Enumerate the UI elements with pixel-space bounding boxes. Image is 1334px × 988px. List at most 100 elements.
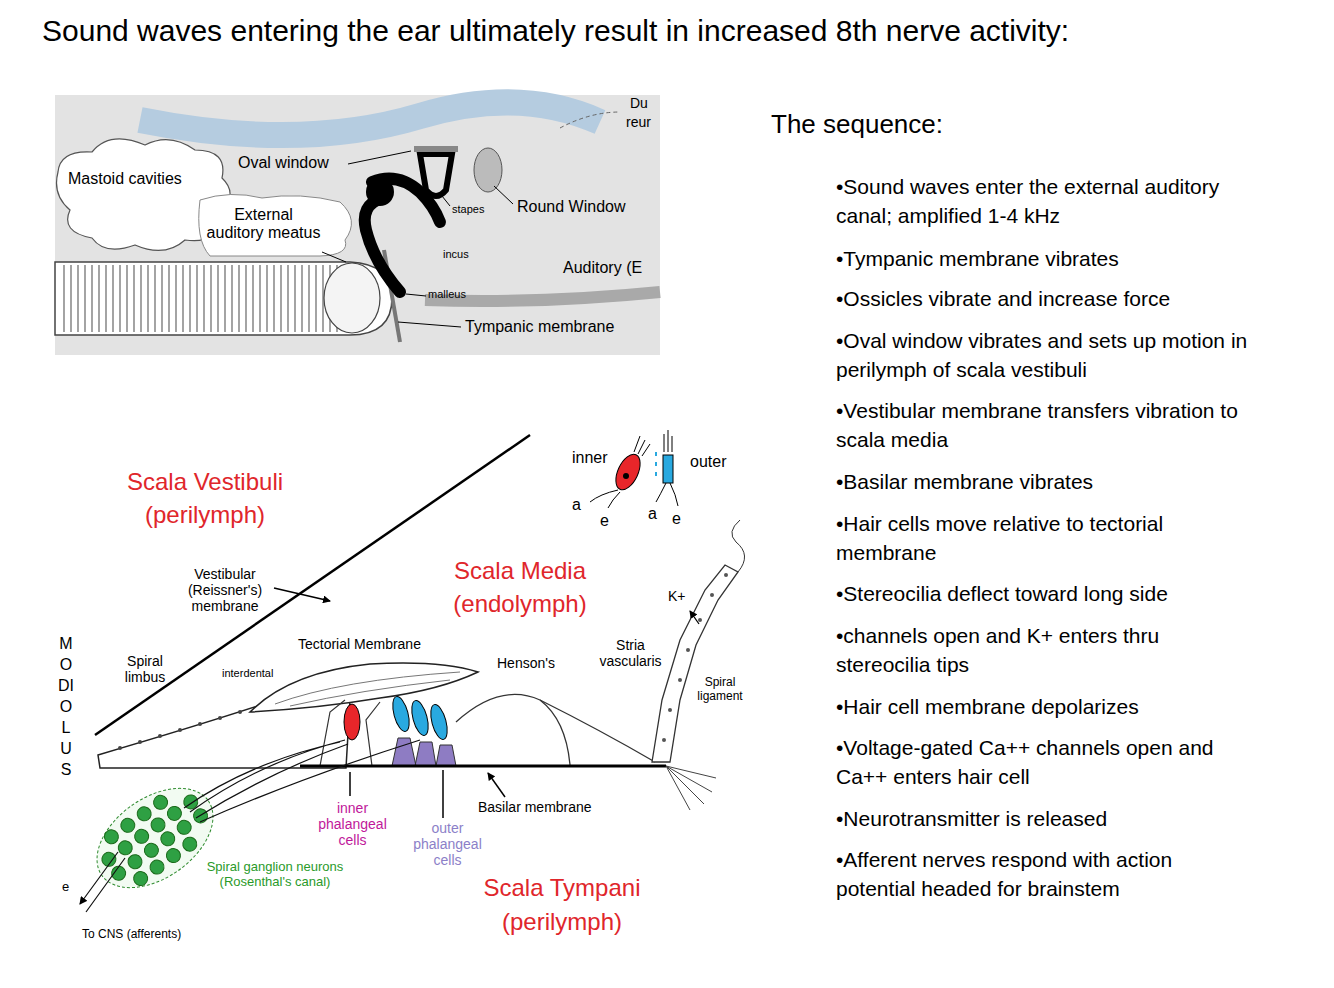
- ending-label: e: [62, 880, 69, 895]
- part-label: Stria vascularis: [588, 637, 673, 669]
- part-label: Auditory (E: [563, 259, 642, 277]
- region-label: (perilymph): [105, 501, 305, 529]
- leader-line: [406, 294, 426, 296]
- part-label: malleus: [428, 288, 466, 301]
- outer-hair-cell-icon: [663, 455, 673, 483]
- cut-label: reur: [626, 114, 651, 130]
- leader-line: [442, 196, 450, 206]
- region-label: Scala Vestibuli: [105, 468, 305, 496]
- part-label: inner phalangeal cells: [305, 800, 400, 848]
- leader-arrow: [274, 588, 330, 601]
- hair-cell-inset: [590, 430, 678, 508]
- part-label: incus: [443, 248, 469, 261]
- ear-canal-tube: [55, 262, 392, 335]
- part-label: External auditory meatus: [205, 206, 322, 243]
- region-label: (endolymph): [420, 590, 620, 618]
- stria-column: [652, 565, 738, 762]
- inner-hair-cell-icon: [611, 451, 645, 494]
- part-label: Tympanic membrane: [465, 318, 614, 336]
- leader-line: [442, 770, 444, 818]
- afferent-fibres: [80, 852, 125, 912]
- duct-line: [560, 112, 620, 128]
- region-label: (perilymph): [462, 908, 662, 936]
- region-label: Scala Tympani: [462, 874, 662, 902]
- leader-line: [494, 186, 513, 204]
- ending-label: a: [648, 505, 657, 523]
- sequence-step: •Neurotransmitter is released: [836, 804, 1256, 833]
- part-label: Mastoid cavities: [68, 170, 182, 188]
- bone-ground: [55, 95, 660, 355]
- part-label: Henson's: [497, 655, 555, 671]
- part-label: Spiral limbus: [110, 653, 180, 685]
- stereocilia: [664, 430, 672, 452]
- membrane-fibres: [275, 672, 460, 706]
- inner-hair-cell: [344, 704, 360, 740]
- ending-label: e: [600, 512, 609, 530]
- middle-ear-drawing: [55, 95, 660, 355]
- hensen-cells: [456, 694, 570, 765]
- cochlea-drawing: [79, 430, 745, 912]
- part-label: outer phalangeal cells: [400, 820, 495, 868]
- note-label: To CNS (afferents): [82, 928, 181, 942]
- leader-line: [398, 322, 461, 327]
- part-label: Basilar membrane: [478, 799, 592, 815]
- stereocilia: [634, 436, 650, 456]
- sequence-step: •Ossicles vibrate and increase force: [836, 284, 1256, 313]
- inner-ear-canal: [140, 102, 600, 135]
- stria-cells: [662, 573, 728, 742]
- outer-sulcus-line: [540, 700, 655, 762]
- leader-line: [322, 252, 346, 262]
- sequence-step: •Voltage-gated Ca++ channels open and Ca…: [836, 733, 1256, 791]
- outer-hair-cell: [428, 703, 451, 741]
- ion-label: K+: [668, 588, 686, 604]
- sequence-step: •Oval window vibrates and sets up motion…: [836, 326, 1256, 384]
- sequence-step: •Sound waves enter the external auditory…: [836, 172, 1256, 230]
- part-label: stapes: [452, 203, 484, 216]
- sequence-step: •Afferent nerves respond with action pot…: [836, 845, 1256, 903]
- part-label: Vestibular (Reissner's) membrane: [170, 566, 280, 614]
- part-label: Oval window: [238, 154, 329, 172]
- cell-label: inner: [572, 449, 608, 467]
- part-label: Tectorial Membrane: [298, 636, 421, 652]
- cavity-outline: [199, 194, 352, 256]
- region-label: Scala Media: [420, 557, 620, 585]
- basilar-membrane-line: [300, 765, 666, 768]
- round-window-mark: [474, 148, 502, 192]
- leader-line: [348, 151, 411, 164]
- list-heading: The sequence:: [771, 110, 943, 140]
- sequence-step: •Hair cells move relative to tectorial m…: [836, 509, 1256, 567]
- sequence-step: •Tympanic membrane vibrates: [836, 244, 1256, 273]
- dashes: [655, 452, 657, 476]
- tectorial-membrane-shape: [250, 663, 478, 712]
- canal-end: [324, 263, 380, 333]
- part-label: Round Window: [517, 198, 626, 216]
- nerve-fibres: [184, 740, 420, 822]
- ending-label: e: [672, 510, 681, 528]
- sequence-step: •Stereocilia deflect toward long side: [836, 579, 1256, 608]
- reissner-membrane: [95, 435, 530, 735]
- slide-title: Sound waves entering the ear ultimately …: [42, 14, 1069, 49]
- nerve-endings: [656, 483, 678, 506]
- sequence-step: •Hair cell membrane depolarizes: [836, 692, 1256, 721]
- part-label: interdental: [222, 667, 273, 680]
- ganglion-outline: [79, 768, 231, 908]
- outer-phalangeal-shapes: [392, 738, 456, 766]
- sequence-step: •Vestibular membrane transfers vibration…: [836, 396, 1256, 454]
- spiral-ganglion: [79, 768, 231, 908]
- vertical-label: MODIOLUS: [58, 633, 74, 780]
- outer-hair-cell: [409, 699, 432, 737]
- leader-arrow: [488, 773, 505, 797]
- ligament-fibres: [666, 766, 716, 810]
- ending-label: a: [572, 496, 581, 514]
- outer-hair-cell: [390, 695, 413, 733]
- canal-hatching: [58, 265, 343, 332]
- part-label: Spiral ligament: [690, 676, 750, 704]
- sequence-step: •Basilar membrane vibrates: [836, 467, 1256, 496]
- incus-bone: [372, 179, 440, 222]
- cell-label: outer: [690, 453, 726, 471]
- nucleus: [623, 473, 629, 479]
- ganglion-neurons: [89, 778, 220, 897]
- sequence-step: •channels open and K+ enters thru stereo…: [836, 621, 1256, 679]
- stapes-bone: [420, 154, 452, 196]
